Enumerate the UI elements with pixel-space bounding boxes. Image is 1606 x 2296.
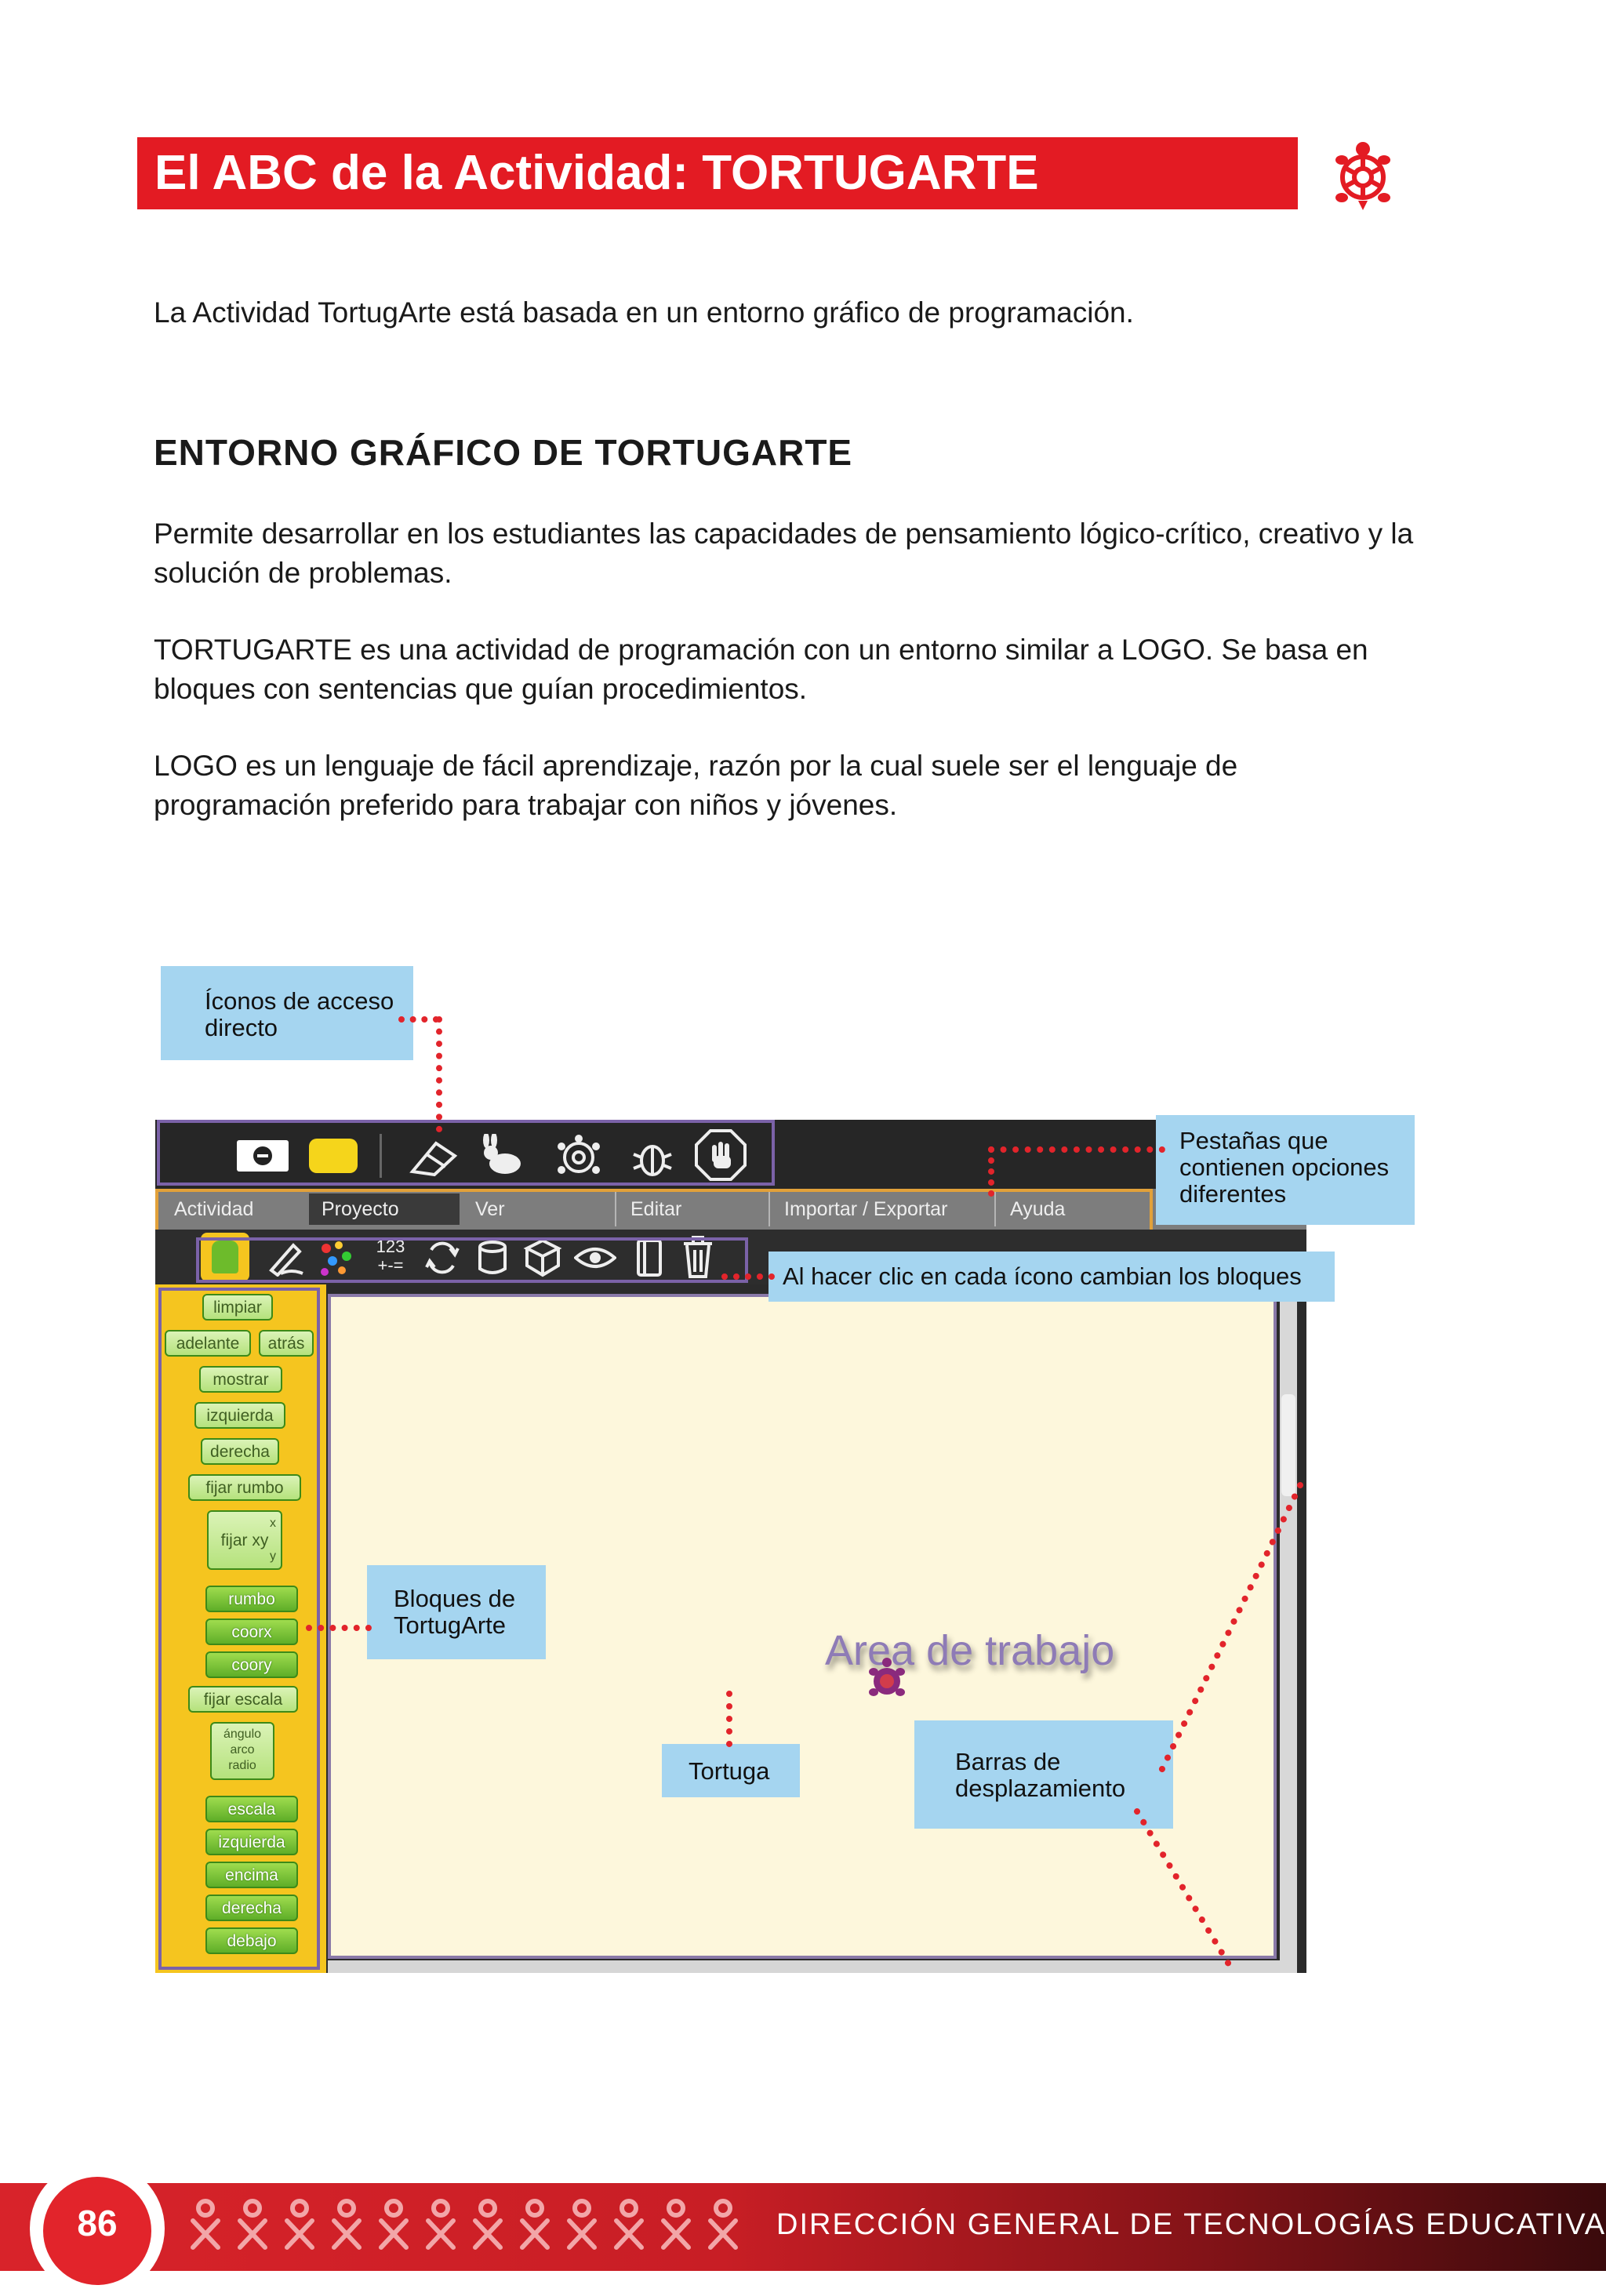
callout-turtle: Tortuga [662, 1744, 800, 1797]
work-area-label: Area de trabajo [825, 1627, 1115, 1674]
block-mostrar[interactable]: mostrar [199, 1366, 282, 1393]
numbers-icon-operators: +-= [377, 1255, 404, 1275]
block-encima[interactable]: encima [205, 1862, 298, 1888]
toolbar-highlight [157, 1120, 775, 1186]
tab-actividad[interactable]: Actividad [174, 1198, 254, 1220]
leader-dots [721, 1273, 775, 1280]
block-arco-label: arco [230, 1743, 255, 1757]
leader-dots [988, 1146, 1165, 1153]
page-number-disc [43, 2177, 151, 2285]
main-toolbar [155, 1120, 1306, 1189]
leader-dots [726, 1691, 732, 1747]
eraser-icon[interactable] [406, 1135, 461, 1178]
leader-dots [988, 1146, 994, 1197]
block-fijar-rumbo[interactable]: fijar rumbo [188, 1474, 301, 1501]
vertical-scroll-thumb[interactable] [1281, 1394, 1295, 1496]
block-izquierda[interactable]: izquierda [194, 1402, 285, 1429]
palette-highlight [158, 1288, 320, 1970]
turtle-icon[interactable] [554, 1134, 604, 1179]
turtle-logo-icon [1335, 142, 1390, 210]
turtle-sprite-icon[interactable] [869, 1658, 905, 1702]
tab-editar[interactable]: Editar [630, 1198, 682, 1220]
page-title: El ABC de la Actividad: TORTUGARTE [154, 146, 1039, 200]
block-coorx[interactable]: coorx [205, 1618, 298, 1645]
block-fijar-escala[interactable]: fijar escala [188, 1686, 298, 1713]
title-bar: El ABC de la Actividad: TORTUGARTE [137, 137, 1298, 209]
pen-icon[interactable] [265, 1239, 306, 1277]
leader-dots [398, 1016, 439, 1023]
xo-figures-icon [191, 2199, 753, 2250]
block-izquierda-pos[interactable]: izquierda [205, 1829, 298, 1855]
leader-dots [436, 1016, 442, 1132]
tabs-highlight [155, 1189, 1153, 1233]
toolbar-separator [380, 1134, 382, 1178]
turtle-shape-icon[interactable] [201, 1233, 249, 1281]
speech-bubble-icon[interactable] [309, 1139, 358, 1173]
horizontal-scrollbar[interactable] [328, 1960, 1280, 1973]
tab-ayuda[interactable]: Ayuda [1010, 1198, 1066, 1220]
block-rumbo[interactable]: rumbo [205, 1586, 298, 1612]
hand-stop-icon[interactable] [695, 1129, 747, 1181]
tab-proyecto[interactable]: Proyecto [309, 1193, 460, 1225]
eye-icon[interactable] [574, 1245, 616, 1270]
block-limpiar[interactable]: limpiar [202, 1294, 273, 1321]
paragraph-2: TORTUGARTE es una actividad de programac… [154, 634, 1368, 705]
paragraph-3: LOGO es un lenguaje de fácil aprendizaje… [154, 750, 1238, 821]
callout-icons: Íconos de acceso directo [161, 966, 413, 1060]
block-adelante[interactable]: adelante [165, 1330, 251, 1357]
callout-blocks: Bloques de TortugArte [367, 1565, 546, 1659]
block-fijar-xy[interactable]: fijar xy x y [207, 1510, 282, 1570]
intro-paragraph: La Actividad TortugArte está basada en u… [154, 296, 1134, 329]
tab-separator [994, 1192, 996, 1226]
scrollbar-leader-lines [1134, 1482, 1303, 1971]
block-param-y: y [270, 1549, 276, 1563]
box-icon[interactable] [475, 1239, 510, 1277]
block-arco[interactable]: ángulo arco radio [210, 1722, 274, 1780]
block-fijar-xy-label: fijar xy [220, 1531, 269, 1549]
block-atras[interactable]: atrás [259, 1330, 314, 1357]
stop-icon[interactable] [237, 1140, 289, 1172]
block-param-x: x [270, 1517, 276, 1530]
block-palette: limpiar adelante atrás mostrar izquierda… [155, 1284, 326, 1973]
tab-separator [768, 1192, 770, 1226]
tab-importar-exportar[interactable]: Importar / Exportar [784, 1198, 948, 1220]
book-icon[interactable] [634, 1237, 665, 1278]
bug-icon[interactable] [629, 1134, 676, 1179]
block-coory[interactable]: coory [205, 1651, 298, 1678]
colors-icon[interactable] [315, 1237, 356, 1278]
rabbit-icon[interactable] [478, 1134, 529, 1179]
footer-organization: DIRECCIÓN GENERAL DE TECNOLOGÍAS EDUCATI… [776, 2208, 1606, 2241]
blocks-icon[interactable] [522, 1237, 563, 1278]
block-debajo[interactable]: debajo [205, 1927, 298, 1954]
flow-icon[interactable] [423, 1239, 461, 1277]
tab-separator [615, 1192, 616, 1226]
block-param-angulo: ángulo [223, 1727, 262, 1741]
tab-bar: Actividad Proyecto Ver Editar Importar /… [155, 1189, 1306, 1230]
leader-dots [306, 1625, 372, 1631]
block-param-radio: radio [228, 1759, 256, 1772]
paragraph-1: Permite desarrollar en los estudiantes l… [154, 518, 1414, 589]
block-derecha-pos[interactable]: derecha [205, 1895, 298, 1921]
tab-ver[interactable]: Ver [475, 1198, 505, 1220]
page-number: 86 [77, 2203, 118, 2243]
block-escala[interactable]: escala [205, 1796, 298, 1822]
callout-scrollbars: Barras de desplazamiento [914, 1720, 1173, 1829]
block-derecha[interactable]: derecha [201, 1438, 279, 1465]
footer-band [0, 2183, 1606, 2271]
callout-tabs: Pestañas que contienen opciones diferent… [1156, 1115, 1415, 1225]
callout-palette: Al hacer clic en cada ícono cambian los … [768, 1252, 1335, 1302]
section-heading: ENTORNO GRÁFICO DE TORTUGARTE [154, 432, 853, 473]
vertical-scrollbar[interactable] [1280, 1284, 1297, 1973]
palette-icons-highlight [196, 1237, 748, 1283]
